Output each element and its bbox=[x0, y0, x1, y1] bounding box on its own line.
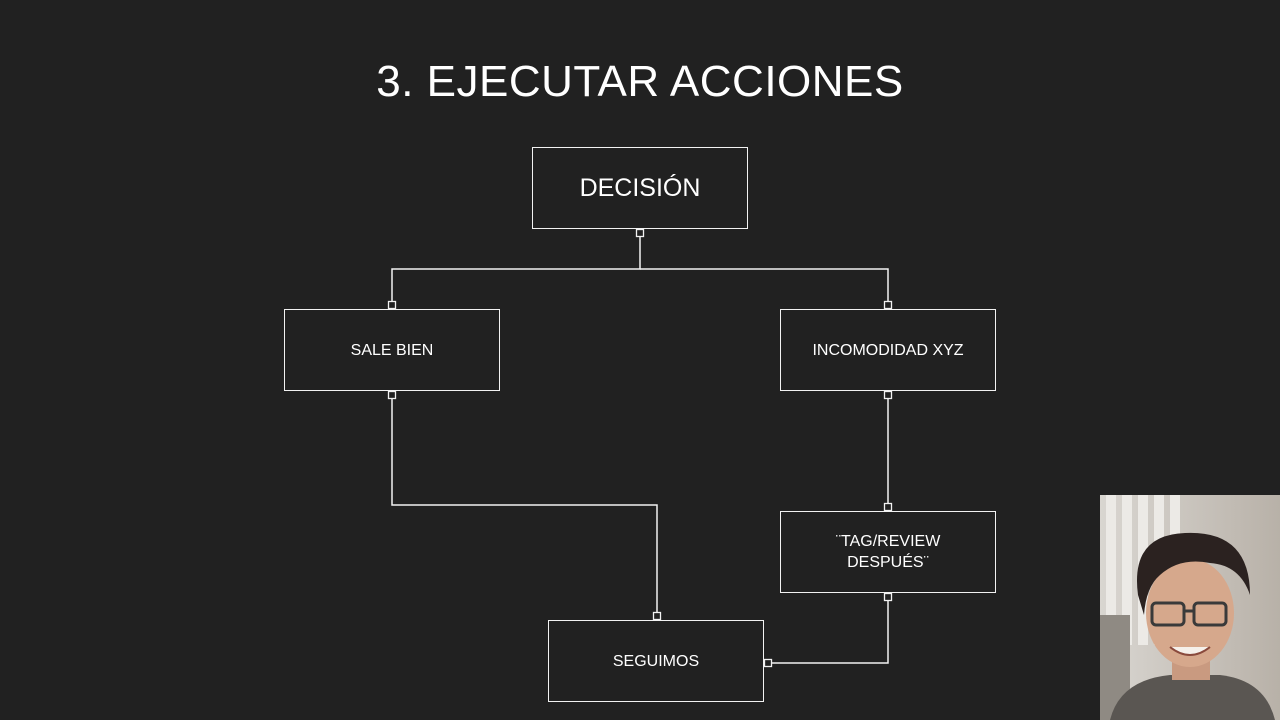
node-seguimos: SEGUIMOS bbox=[548, 620, 764, 702]
connector-decision-incomodidad bbox=[640, 268, 889, 305]
node-sale-bien-label: SALE BIEN bbox=[350, 341, 434, 359]
node-incomodidad-label: INCOMODIDAD XYZ bbox=[812, 341, 964, 359]
port-decision-bottom bbox=[635, 228, 645, 238]
presenter-image bbox=[1100, 495, 1280, 720]
node-decision: DECISIÓN bbox=[532, 147, 748, 229]
slide-title: 3. EJECUTAR ACCIONES bbox=[376, 57, 904, 106]
port-seguimos-right bbox=[763, 658, 773, 668]
port-salebien-top bbox=[387, 300, 397, 310]
node-tag-review-label: ¨TAG/REVIEW DESPUÉS¨ bbox=[835, 533, 941, 571]
connector-decision-split bbox=[391, 233, 641, 305]
port-incomodidad-bottom bbox=[883, 390, 893, 400]
port-incomodidad-top bbox=[883, 300, 893, 310]
node-tag-review: ¨TAG/REVIEW DESPUÉS¨ bbox=[780, 511, 996, 593]
connector-salebien-seguimos bbox=[391, 395, 658, 616]
port-tag-top bbox=[883, 502, 893, 512]
port-seguimos-top bbox=[652, 611, 662, 621]
connector-tag-seguimos bbox=[769, 597, 889, 664]
node-seguimos-label: SEGUIMOS bbox=[612, 652, 700, 670]
node-sale-bien: SALE BIEN bbox=[284, 309, 500, 391]
node-incomodidad: INCOMODIDAD XYZ bbox=[780, 309, 996, 391]
port-salebien-bottom bbox=[387, 390, 397, 400]
node-decision-label: DECISIÓN bbox=[579, 173, 701, 202]
port-tag-bottom bbox=[883, 592, 893, 602]
webcam-overlay bbox=[1100, 495, 1280, 720]
